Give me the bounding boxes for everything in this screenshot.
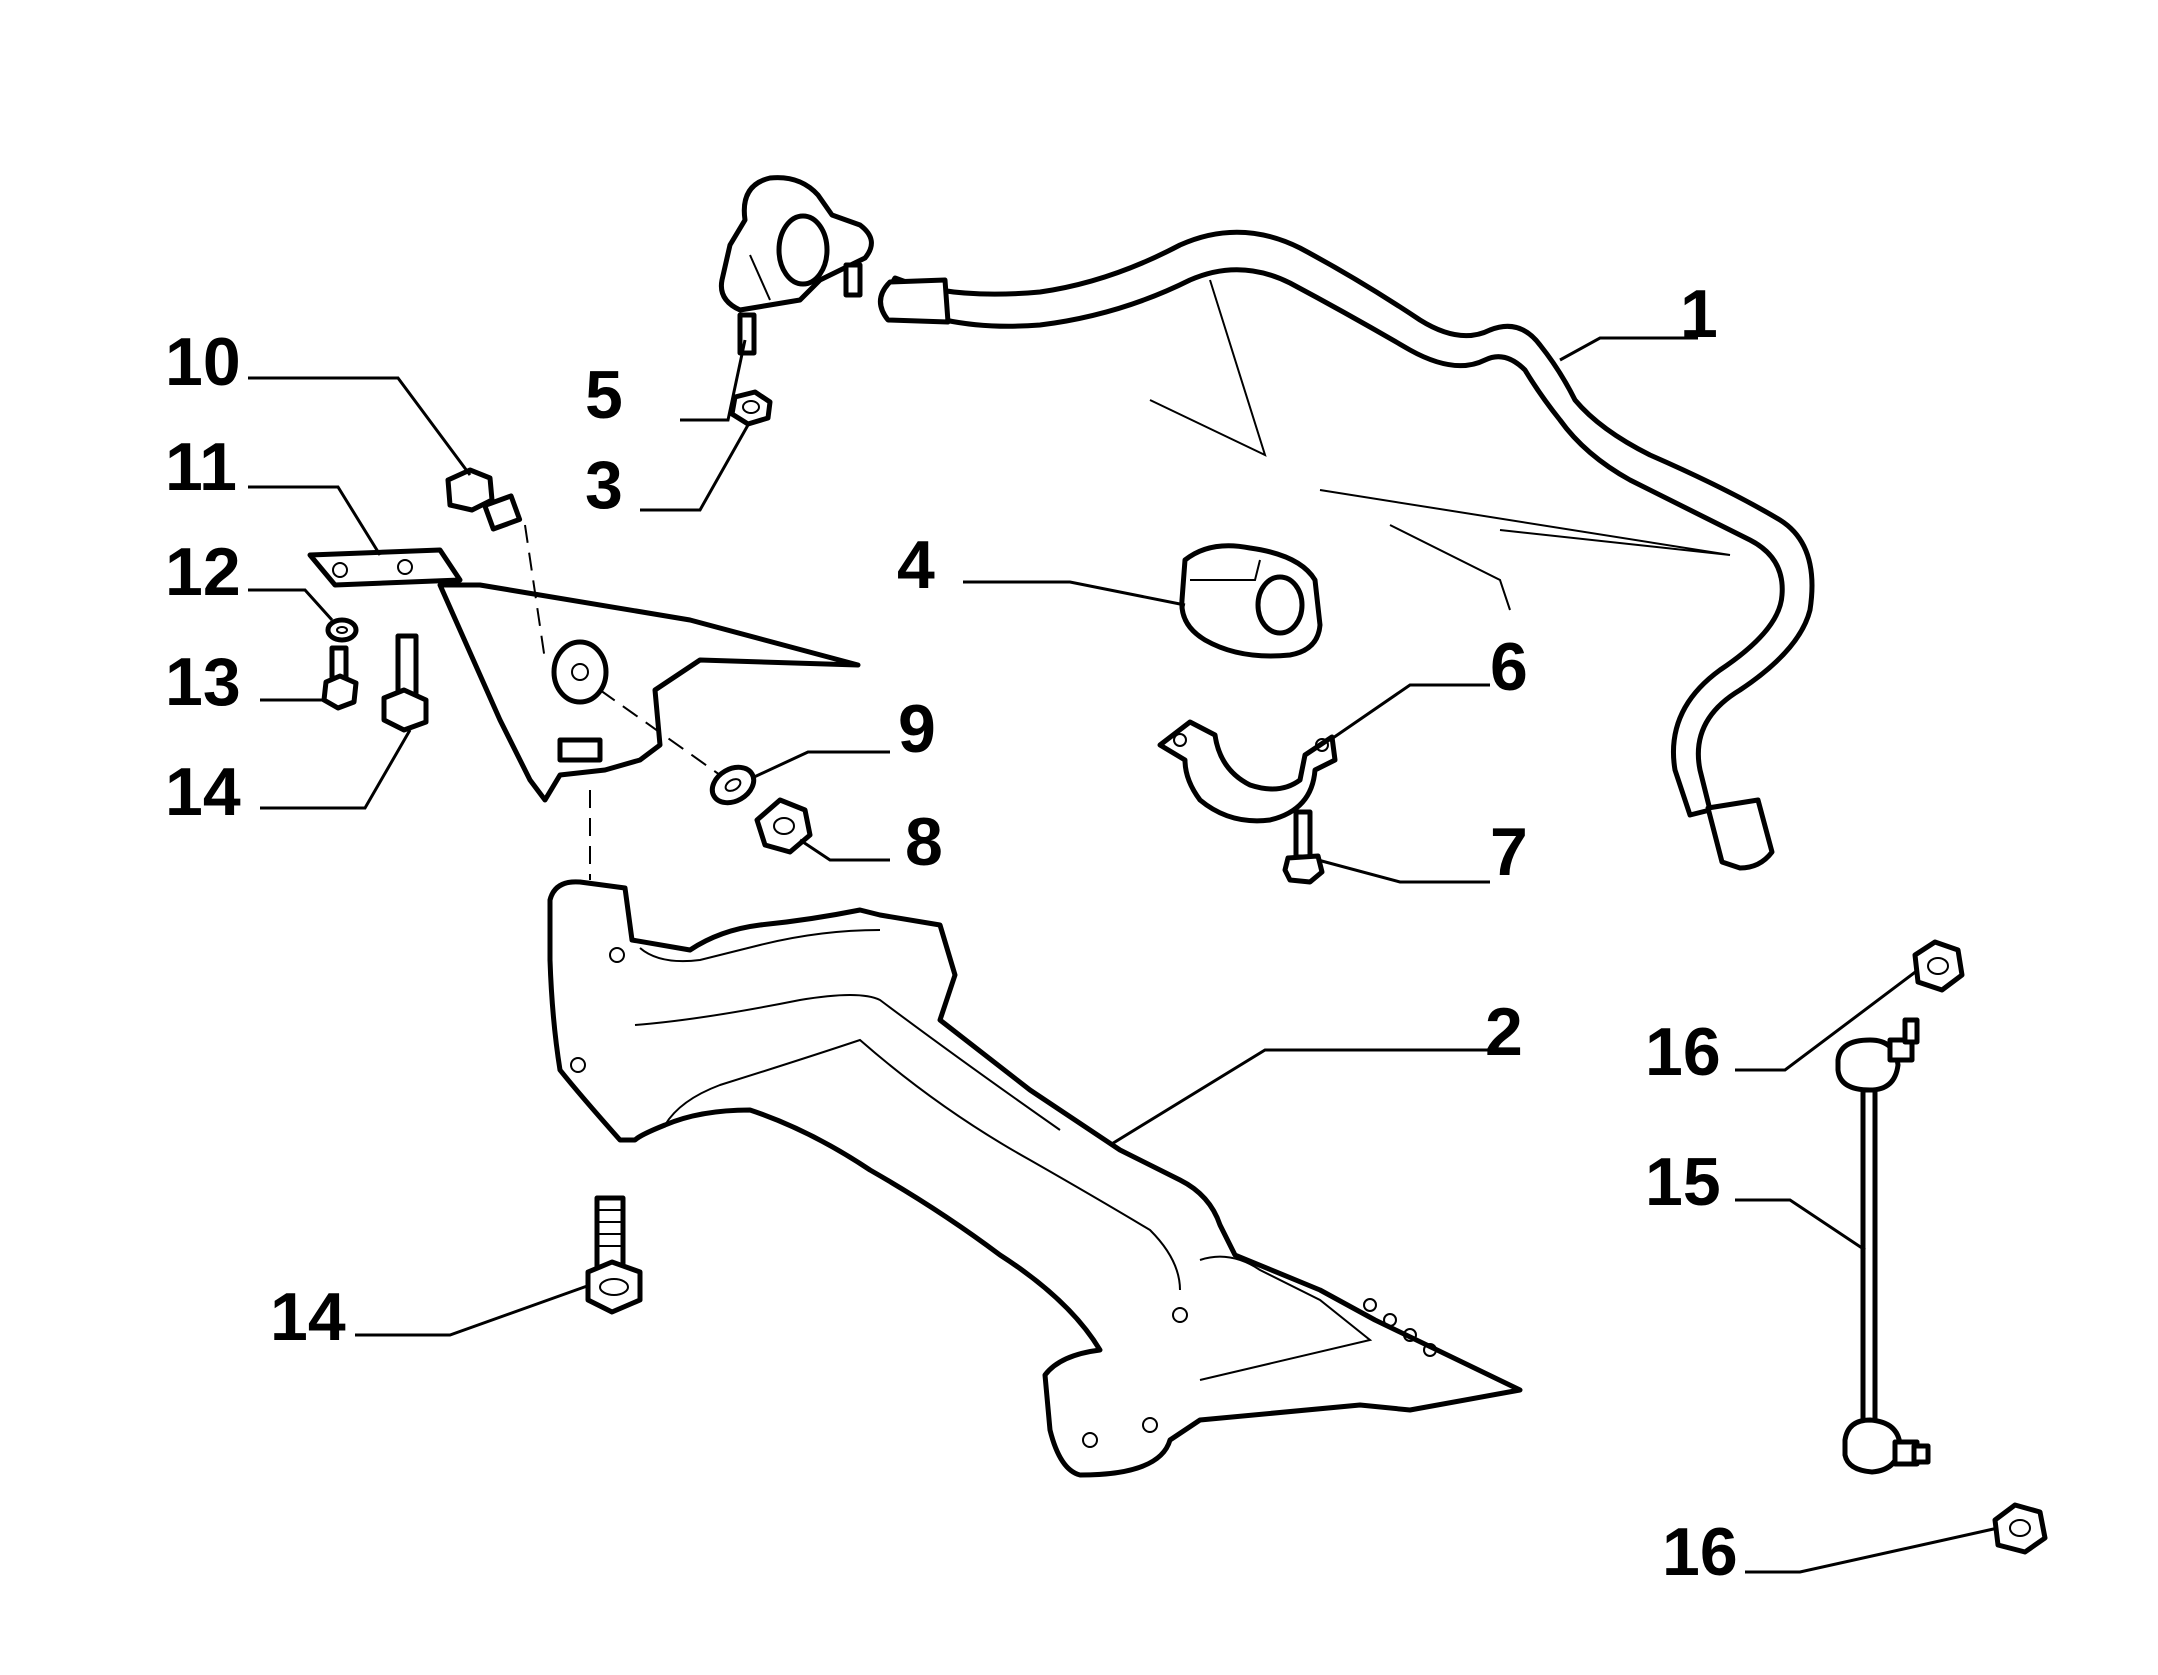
callout-14-lower: 14 xyxy=(270,1279,346,1355)
leader-8 xyxy=(799,838,890,862)
callout-5: 5 xyxy=(585,357,623,433)
stabilizer-link xyxy=(1835,1017,1931,1475)
callout-9: 9 xyxy=(898,691,936,767)
leader-3 xyxy=(640,424,750,512)
upper-stud-bolt xyxy=(381,633,429,733)
washer xyxy=(709,764,757,806)
leader-5 xyxy=(680,339,747,422)
clamp-bolt xyxy=(1282,809,1325,885)
subframe-bolt xyxy=(585,1195,643,1315)
leader-12 xyxy=(248,588,334,622)
callout-3: 3 xyxy=(585,447,623,523)
support-bracket xyxy=(307,547,861,803)
callout-16-lower: 16 xyxy=(1662,1514,1738,1590)
leader-14a xyxy=(260,729,412,810)
leader-2 xyxy=(1109,1048,1490,1147)
leader-11 xyxy=(248,485,382,556)
bracket-nut xyxy=(729,389,773,427)
leader-16a xyxy=(1735,968,1919,1072)
assembly-line-bolt xyxy=(524,524,546,661)
callout-2: 2 xyxy=(1485,994,1523,1070)
small-bolt xyxy=(321,645,359,711)
callout-14-upper: 14 xyxy=(165,754,241,830)
small-washer xyxy=(325,617,359,643)
callout-4: 4 xyxy=(897,527,935,603)
callout-10: 10 xyxy=(165,324,241,400)
leader-10 xyxy=(248,376,472,476)
callout-6: 6 xyxy=(1490,629,1528,705)
stabilizer-bushing xyxy=(1179,543,1323,659)
bushing-clamp xyxy=(1157,719,1338,824)
stabilizer-mount-bracket xyxy=(718,175,874,356)
callout-1: 1 xyxy=(1680,276,1718,352)
leader-16b xyxy=(1745,1526,1999,1574)
leader-9 xyxy=(751,750,890,780)
flange-nut xyxy=(754,797,813,855)
callout-11: 11 xyxy=(165,429,237,505)
assembly-line-washer xyxy=(599,689,721,776)
bracket-bolt xyxy=(445,467,523,532)
callout-15: 15 xyxy=(1645,1144,1721,1220)
callout-13: 13 xyxy=(165,644,241,720)
stabilizer-bar xyxy=(878,229,1815,871)
leader-1 xyxy=(1559,336,1698,362)
leader-15 xyxy=(1735,1198,1866,1252)
link-nut-lower xyxy=(1992,1502,2048,1555)
callout-16-upper: 16 xyxy=(1645,1014,1721,1090)
leader-4 xyxy=(963,580,1186,607)
callout-12: 12 xyxy=(165,534,241,610)
callout-7: 7 xyxy=(1490,814,1528,890)
front-subframe xyxy=(547,879,1523,1478)
leader-7 xyxy=(1317,858,1490,884)
leader-6 xyxy=(1329,683,1490,742)
callout-8: 8 xyxy=(905,804,943,880)
leader-14b xyxy=(355,1283,591,1337)
link-nut-upper xyxy=(1912,939,1965,993)
